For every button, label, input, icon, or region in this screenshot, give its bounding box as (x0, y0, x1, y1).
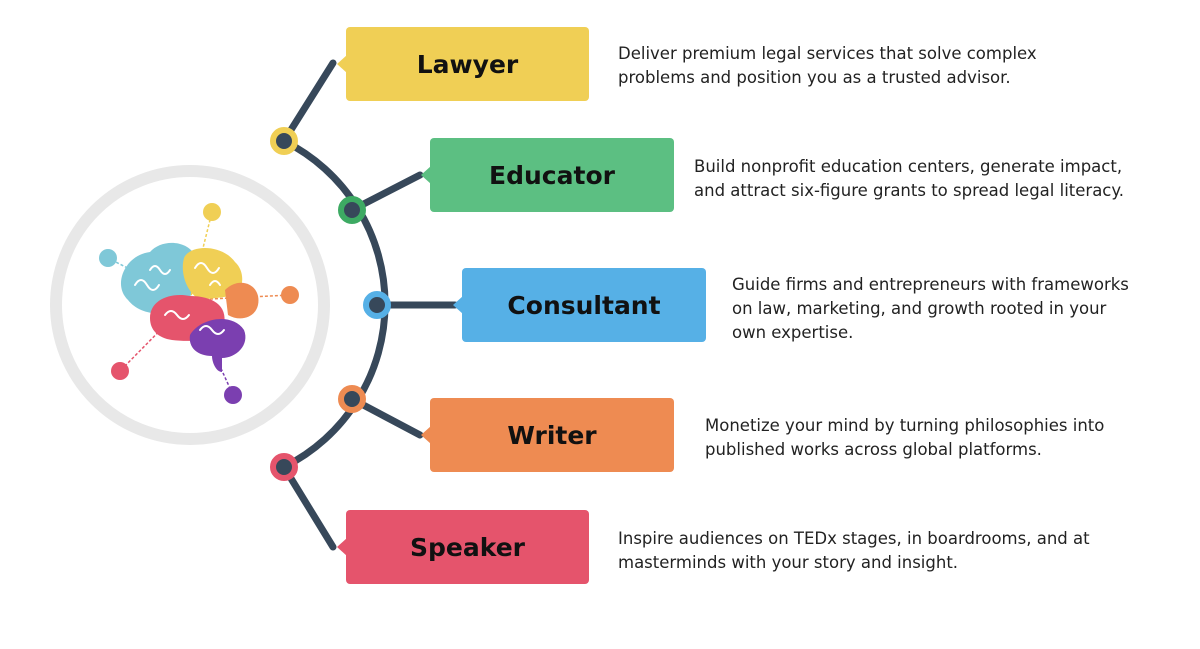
node-speaker (270, 453, 298, 481)
brain-dot (203, 203, 221, 221)
description-line: Build nonprofit education centers, gener… (694, 157, 1123, 176)
description-line: Inspire audiences on TEDx stages, in boa… (618, 529, 1090, 548)
brain-dot (111, 362, 129, 380)
role-box-speaker: Speaker (337, 510, 589, 584)
role-description-consultant: Guide firms and entrepreneurs with frame… (732, 273, 1129, 345)
brain-dot (224, 386, 242, 404)
brain-fold (134, 279, 160, 291)
brain-dot (99, 249, 117, 267)
brain-fold (194, 262, 220, 274)
connector-speaker (280, 463, 337, 551)
node-educator (338, 196, 366, 224)
brain-icon (99, 203, 299, 404)
node-writer (338, 385, 366, 413)
role-label-lawyer: Lawyer (416, 49, 519, 79)
brain-fold (164, 310, 190, 320)
role-label-writer: Writer (507, 420, 597, 450)
node-consultant (363, 291, 391, 319)
description-line: own expertise. (732, 323, 854, 342)
role-box-consultant: Consultant (453, 268, 706, 342)
brain-fold (149, 265, 171, 275)
role-description-writer: Monetize your mind by turning philosophi… (705, 414, 1104, 462)
connector-lawyer (280, 59, 337, 145)
role-box-educator: Educator (421, 138, 674, 212)
role-description-speaker: Inspire audiences on TEDx stages, in boa… (618, 527, 1090, 575)
node-lawyer (270, 127, 298, 155)
role-box-lawyer: Lawyer (337, 27, 589, 101)
brain-lobe-yellow (182, 247, 243, 300)
description-line: on law, marketing, and growth rooted in … (732, 299, 1107, 318)
brain-dot (281, 286, 299, 304)
description-line: masterminds with your story and insight. (618, 553, 959, 572)
brain-lobe-orange (225, 282, 259, 319)
role-description-lawyer: Deliver premium legal services that solv… (618, 42, 1037, 90)
description-line: and attract six-figure grants to spread … (694, 181, 1125, 200)
description-line: Monetize your mind by turning philosophi… (705, 416, 1105, 435)
role-description-educator: Build nonprofit education centers, gener… (694, 155, 1124, 203)
brain-fold (199, 325, 225, 335)
description-line: Deliver premium legal services that solv… (618, 44, 1037, 63)
brain-lobe-purple (189, 319, 246, 372)
description-line: problems and position you as a trusted a… (618, 68, 1011, 87)
role-label-educator: Educator (489, 160, 615, 190)
role-label-speaker: Speaker (410, 532, 525, 562)
description-line: Guide firms and entrepreneurs with frame… (732, 275, 1129, 294)
connector-nodes (270, 127, 391, 481)
description-line: published works across global platforms. (705, 440, 1042, 459)
role-label-consultant: Consultant (507, 290, 661, 320)
brain-fold (209, 280, 221, 286)
role-box-writer: Writer (421, 398, 674, 472)
